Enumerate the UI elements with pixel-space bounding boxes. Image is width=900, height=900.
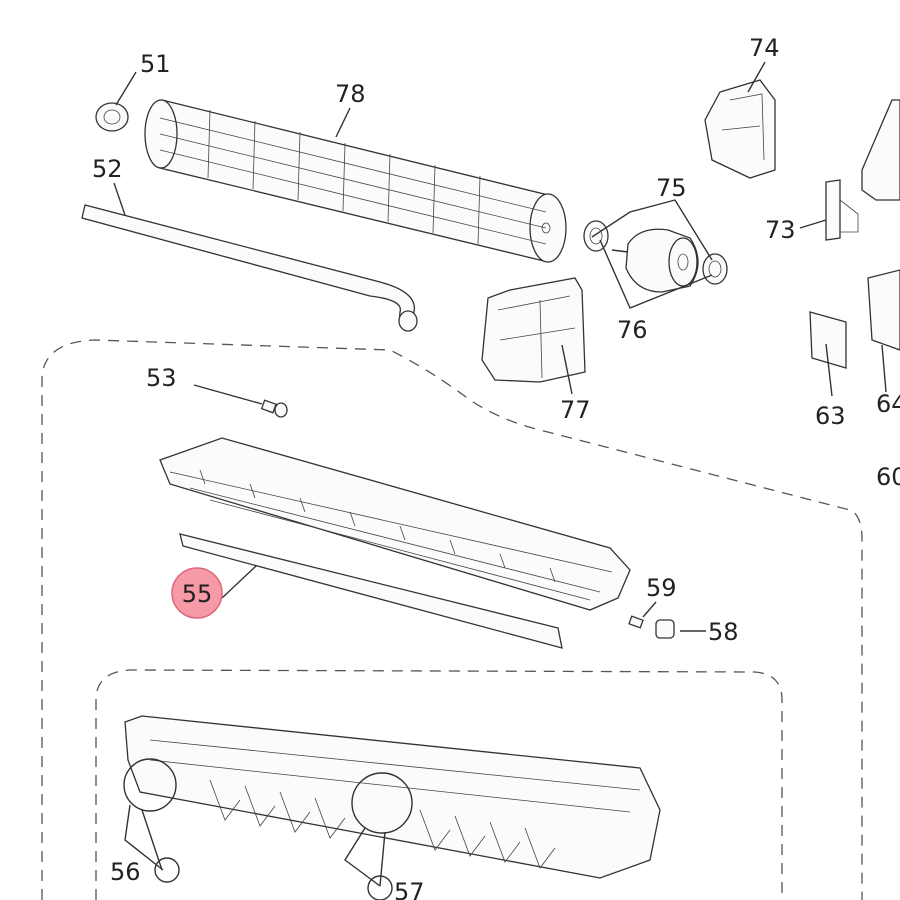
callout-51[interactable]: 51 xyxy=(140,50,171,78)
crossflow-fan-part xyxy=(144,99,567,263)
screw-part xyxy=(260,399,288,418)
callout-63[interactable]: 63 xyxy=(815,402,846,430)
callout-57[interactable]: 57 xyxy=(394,878,425,900)
callout-52[interactable]: 52 xyxy=(92,155,123,183)
callout-56[interactable]: 56 xyxy=(110,858,141,886)
vertical-louver-assembly xyxy=(123,715,661,900)
plug-cap-part xyxy=(655,619,675,639)
small-bracket-part xyxy=(825,179,859,241)
callout-53[interactable]: 53 xyxy=(146,364,177,392)
upper-bracket-part xyxy=(704,79,776,179)
drain-pan-assembly xyxy=(159,437,631,611)
callout-64[interactable]: 64 xyxy=(876,390,900,418)
assembly-boundary-outer xyxy=(41,339,863,900)
fan-motor-part xyxy=(611,228,699,293)
drain-hose-part xyxy=(81,204,418,332)
callout-77[interactable]: 77 xyxy=(560,396,591,424)
rubber-ring-right-part xyxy=(702,253,728,285)
rubber-ring-left-part xyxy=(583,220,609,252)
bearing-cap-part xyxy=(95,102,129,132)
callout-74[interactable]: 74 xyxy=(749,34,780,62)
side-panel-part xyxy=(861,99,900,201)
callout-55-highlight[interactable]: 55 xyxy=(171,567,223,619)
callout-59[interactable]: 59 xyxy=(646,574,677,602)
small-screw-part xyxy=(628,615,644,629)
callout-55[interactable]: 55 xyxy=(182,580,213,608)
louver-part xyxy=(179,533,563,649)
callout-76[interactable]: 76 xyxy=(617,316,648,344)
callout-73[interactable]: 73 xyxy=(765,216,796,244)
leader-lines xyxy=(113,61,887,632)
callout-60[interactable]: 60 xyxy=(876,463,900,491)
callout-75[interactable]: 75 xyxy=(656,174,687,202)
control-board-cover-part xyxy=(809,311,847,369)
callout-58[interactable]: 58 xyxy=(708,618,739,646)
assembly-boundary-inner xyxy=(95,669,783,900)
highlight-circle xyxy=(171,567,223,619)
motor-holder-part xyxy=(481,277,586,383)
callout-78[interactable]: 78 xyxy=(335,80,366,108)
control-box-part xyxy=(867,269,900,351)
